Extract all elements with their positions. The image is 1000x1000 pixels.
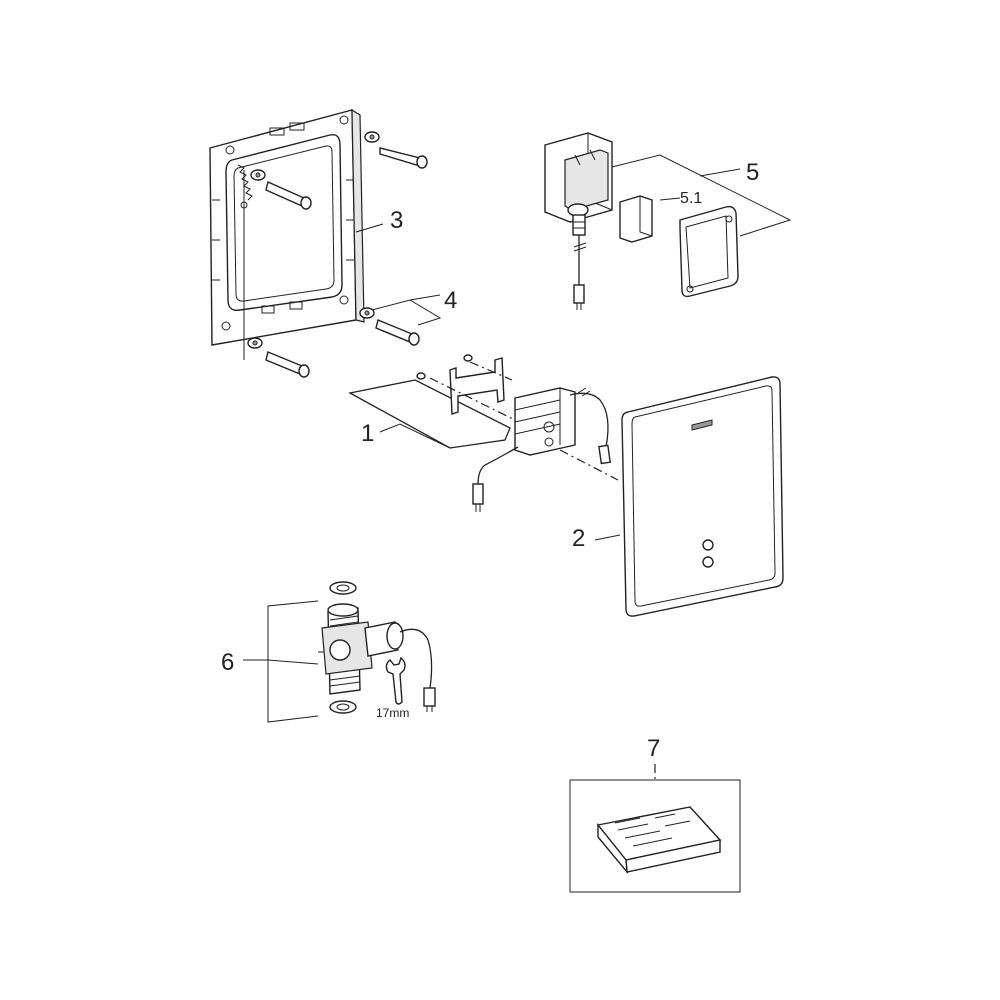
screw-2 [250,169,312,210]
screw-1 [364,131,428,169]
label-part-5: 5 [746,159,759,186]
screw-3 [359,307,420,346]
remote-control-box [569,764,741,893]
wrench-icon [385,656,406,705]
part-6-bracket [267,600,319,723]
label-part-7: 7 [647,735,660,762]
mounting-frame [209,108,365,346]
label-part-6: 6 [221,649,234,676]
terminal-block-assembly [348,354,619,512]
label-part-1: 1 [361,420,374,447]
cover-plate [621,376,784,617]
part-5-bracket-line [611,154,792,237]
label-part-3: 3 [390,207,403,234]
power-supply-lid [679,205,739,298]
label-part-5-1: 5.1 [680,190,702,207]
power-supply-unit [544,132,613,310]
cable-clamp [619,195,653,243]
terminal-block [514,387,576,456]
label-part-4: 4 [444,287,457,314]
leader-lines [243,168,741,661]
solenoid-valve [318,581,436,714]
screw-set [243,131,428,378]
label-wrench-size: 17mm [376,706,409,720]
label-part-2: 2 [572,525,585,552]
screw-4 [247,337,310,378]
